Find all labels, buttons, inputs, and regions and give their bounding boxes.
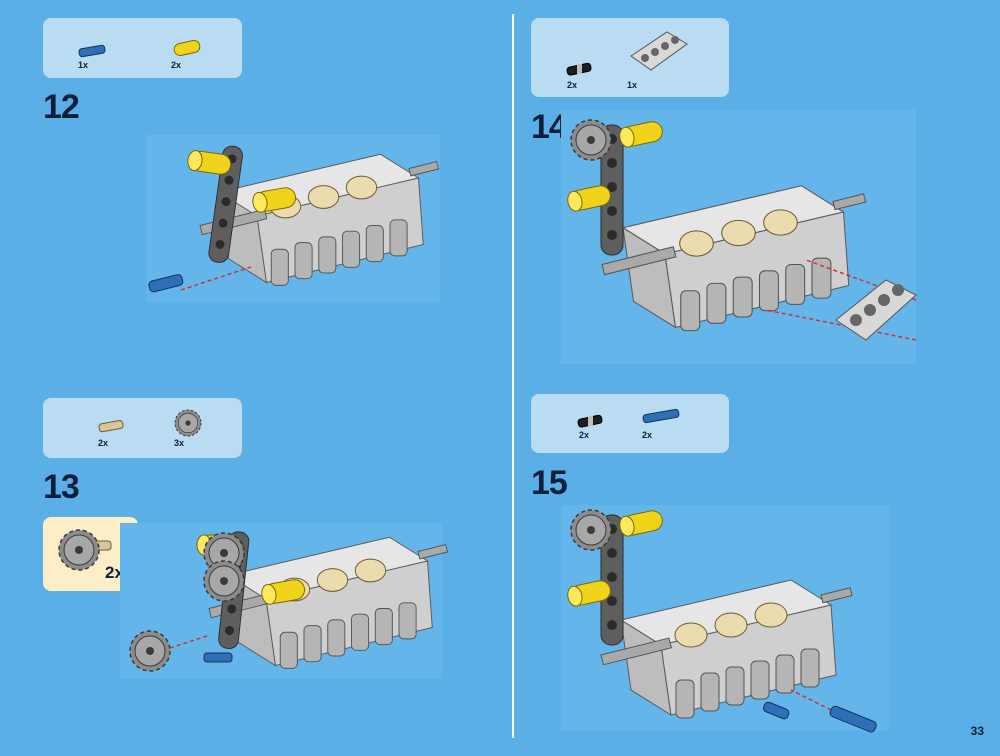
step-number-12: 12 [43,88,80,126]
part-qty: 3x [174,438,185,448]
part-qty: 2x [642,430,653,440]
part-qty: 1x [627,80,638,90]
step-12-parts-box: 1x 2x [43,18,242,78]
step-15-parts-box: 2x 2x [531,394,729,453]
subassembly-qty: 2x [105,563,124,582]
assembly-arrow [805,259,917,301]
tan-axle-pin-icon [97,418,127,434]
part-qty: 2x [98,438,109,448]
assembly-arrow [169,634,211,649]
step-13-parts-box: 2x 3x [43,398,242,458]
part-qty: 2x [567,80,578,90]
blue-axle-pin-icon [641,408,683,424]
assembly-arrow [790,689,832,711]
black-pin-icon [565,62,595,76]
page-divider [512,14,514,738]
step-12-illustration [146,135,440,302]
grey-beam-block-icon [627,26,691,78]
gear-icon [173,408,203,438]
page-number: 33 [970,724,984,738]
step-14-illustration [561,110,917,364]
assembly-arrow [765,309,917,341]
blue-axle-pin-icon [77,44,107,58]
gear-with-axle-icon [57,525,117,575]
part-qty: 2x [579,430,590,440]
yellow-pin-icon [171,38,203,58]
step-15-illustration [561,505,889,733]
step-number-13: 13 [43,468,80,506]
part-qty: 1x [78,60,89,70]
black-pin-icon [576,414,606,428]
step-number-15: 15 [531,464,568,502]
assembly-arrow [180,266,252,291]
step-13-illustration [120,523,448,679]
part-qty: 2x [171,60,182,70]
step-14-parts-box: 2x 1x [531,18,729,97]
